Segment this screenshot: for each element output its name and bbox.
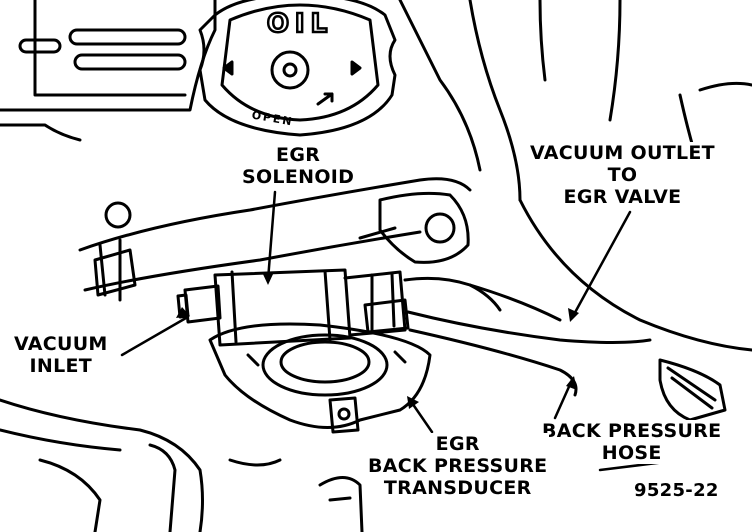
valve-cover: [0, 0, 217, 142]
oil-filler-cap: [198, 0, 397, 137]
label-line: BACK PRESSURE: [542, 420, 722, 442]
back-pressure-hose-drawing: [406, 283, 652, 397]
engine-block-right: [398, 0, 752, 422]
label-vacuum-inlet: VACUUM INLET: [12, 333, 110, 377]
label-line: INLET: [29, 355, 93, 377]
leader-arrowheads: [176, 272, 579, 409]
label-line: EGR: [276, 144, 321, 166]
back-pressure-transducer: [208, 322, 432, 434]
label-line: EGR: [435, 433, 480, 455]
mounting-bracket: [358, 191, 470, 264]
upper-hose: [78, 177, 472, 302]
label-line: EGR VALVE: [563, 186, 682, 208]
label-line: VACUUM: [14, 333, 108, 355]
label-back-pressure-hose: BACK PRESSURE HOSE: [540, 420, 724, 464]
label-line: TRANSDUCER: [383, 477, 532, 499]
label-line: SOLENOID: [242, 166, 355, 188]
cap-text-top: OIL: [267, 9, 333, 39]
label-egr-back-pressure-transducer: EGR BACK PRESSURE TRANSDUCER: [366, 433, 550, 499]
cap-text-bottom: OPEN: [251, 108, 295, 128]
figure-number: 9525-22: [634, 480, 719, 501]
label-line: VACUUM OUTLET: [530, 142, 715, 164]
label-line: BACK PRESSURE: [368, 455, 548, 477]
label-vacuum-outlet: VACUUM OUTLET TO EGR VALVE: [528, 142, 717, 208]
label-egr-solenoid: EGR SOLENOID: [240, 144, 357, 188]
lower-engine: [0, 398, 364, 532]
label-line: TO: [607, 164, 638, 186]
label-line: HOSE: [601, 442, 662, 464]
